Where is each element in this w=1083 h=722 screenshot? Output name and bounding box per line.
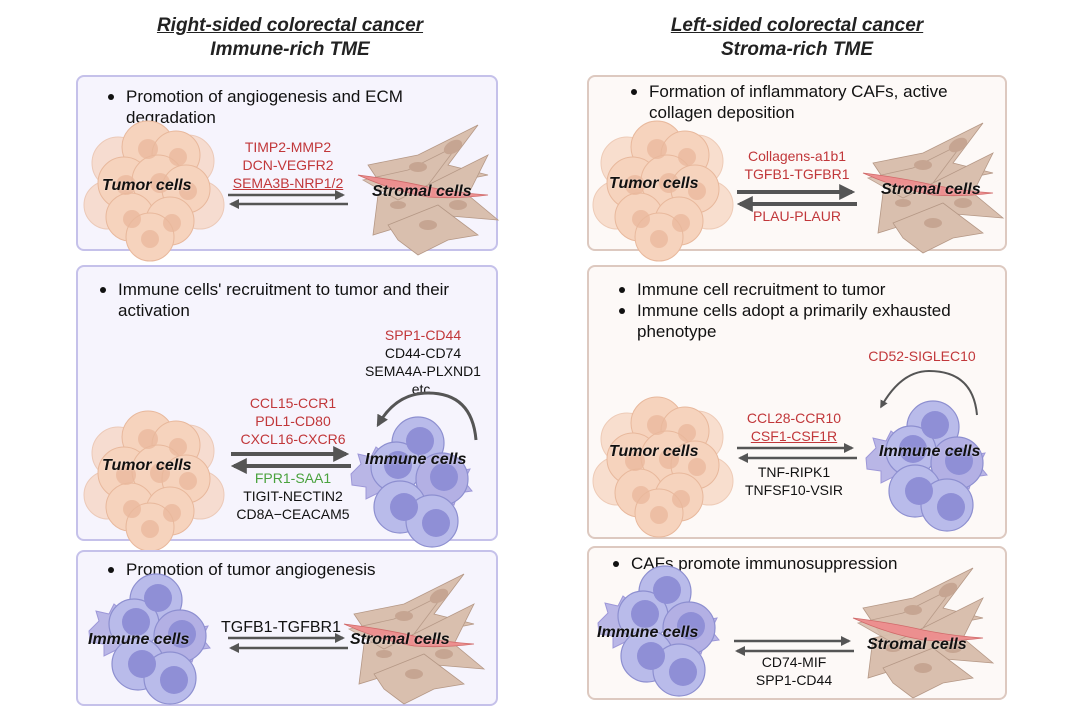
bidirectional-arrows [228, 633, 348, 653]
immune-cells-label: Immune cells [597, 624, 699, 641]
panel-immune-exhaustion: Immune cell recruitment to tumor Immune … [587, 265, 1007, 539]
tumor-cells-label: Tumor cells [609, 175, 699, 192]
left-sided-column-title: Left-sided colorectal cancer Stroma-rich… [597, 14, 997, 62]
bullet-item: Promotion of angiogenesis and ECM degrad… [106, 86, 466, 128]
stromal-cells-label: Stromal cells [881, 181, 981, 198]
bidirectional-arrows [736, 184, 857, 212]
immune-cells-label: Immune cells [879, 443, 981, 460]
stromal-cells-label: Stromal cells [350, 631, 450, 648]
ligand-receptor-pair: CSF1-CSF1R [750, 428, 838, 444]
stromal-cells-illustration [852, 567, 994, 699]
bidirectional-arrows [230, 446, 351, 474]
bullet-list: Formation of inflammatory CAFs, active c… [629, 81, 989, 123]
bullet-list: Promotion of tumor angiogenesis [106, 559, 466, 580]
ligand-receptor-pair: CCL28-CCR10 [746, 410, 842, 426]
bullet-item: Formation of inflammatory CAFs, active c… [629, 81, 989, 123]
ligand-receptor-pair: TIGIT-NECTIN2 [243, 488, 343, 504]
immune-cells-illustration [350, 416, 473, 548]
panel-tumor-angiogenesis: Promotion of tumor angiogenesis Immune c… [76, 550, 498, 706]
panel-immune-recruitment: Immune cells' recruitment to tumor and t… [76, 265, 498, 552]
bidirectional-arrows [737, 443, 857, 463]
bullet-item: Immune cells adopt a primarily exhausted… [617, 300, 997, 342]
column-title-line2: Immune-rich TME [210, 39, 370, 60]
autocrine-pair: CD52-SIGLEC10 [868, 348, 976, 364]
bullet-list: Immune cells' recruitment to tumor and t… [98, 279, 488, 321]
ligand-receptor-pair: TGFB1-TGFBR1 [220, 619, 341, 636]
autocrine-pair: SEMA4A-PLXND1 [365, 363, 481, 379]
ligand-receptor-pair: SPP1-CD44 [755, 672, 833, 688]
right-sided-column-title: Right-sided colorectal cancer Immune-ric… [90, 14, 490, 62]
stromal-cells-label: Stromal cells [372, 183, 472, 200]
panel-angiogenesis-ecm: Promotion of angiogenesis and ECM degrad… [76, 75, 499, 262]
immune-cells-illustration [865, 400, 988, 532]
panel-inflammatory-cafs: Formation of inflammatory CAFs, active c… [587, 75, 1007, 262]
immune-cells-label: Immune cells [88, 631, 190, 648]
ligand-receptor-pair: CD8A−CEACAM5 [236, 506, 350, 522]
autocrine-pair: CD44-CD74 [384, 345, 462, 361]
bullet-item: Promotion of tumor angiogenesis [106, 559, 466, 580]
autocrine-pair: SPP1-CD44 [384, 327, 462, 343]
ligand-receptor-pair: FPR1-SAA1 [254, 470, 332, 486]
bullet-item: Immune cells' recruitment to tumor and t… [98, 279, 488, 321]
tumor-cells-label: Tumor cells [102, 177, 192, 194]
bidirectional-arrows [228, 190, 348, 209]
ligand-receptor-pair: Collagens-a1b1 [747, 148, 847, 164]
immune-cells-label: Immune cells [365, 451, 467, 468]
tumor-cells-illustration [83, 410, 225, 552]
column-title-line1: Right-sided colorectal cancer [156, 15, 424, 36]
ligand-receptor-pair: CD74-MIF [761, 654, 827, 670]
bidirectional-arrows [734, 636, 854, 656]
ligand-receptor-pair: CCL15-CCR1 [249, 395, 337, 411]
ligand-receptor-pair: PDL1-CD80 [255, 413, 331, 429]
autocrine-loop-arrow [880, 369, 978, 416]
bullet-item: CAFs promote immunosuppression [611, 553, 991, 574]
bullet-list: Promotion of angiogenesis and ECM degrad… [106, 86, 466, 128]
autocrine-loop-arrow [376, 391, 478, 441]
tumor-cells-label: Tumor cells [609, 443, 699, 460]
ligand-receptor-pair: CXCL16-CXCR6 [240, 431, 346, 447]
column-title-line2: Stroma-rich TME [720, 39, 874, 60]
ligand-receptor-pair: TGFB1-TGFBR1 [744, 166, 850, 182]
bullet-item: Immune cell recruitment to tumor [617, 279, 997, 300]
tumor-cells-illustration [592, 396, 734, 538]
ligand-receptor-pair: PLAU-PLAUR [753, 208, 841, 224]
ligand-receptor-pair: DCN-VEGFR2 [242, 157, 334, 173]
ligand-receptor-pair: TNF-RIPK1 [757, 464, 831, 480]
tumor-cells-label: Tumor cells [102, 457, 192, 474]
panel-caf-immunosuppression: CAFs promote immunosuppression Immune ce… [587, 546, 1007, 700]
ligand-receptor-pair: TNFSF10-VSIR [744, 482, 843, 498]
column-title-line1: Left-sided colorectal cancer [670, 15, 924, 36]
bullet-list: Immune cell recruitment to tumor Immune … [617, 279, 997, 342]
bullet-list: CAFs promote immunosuppression [611, 553, 991, 574]
stromal-cells-label: Stromal cells [867, 636, 967, 653]
ligand-receptor-pair: TIMP2-MMP2 [244, 139, 332, 155]
ligand-receptor-pair: SEMA3B-NRP1/2 [232, 175, 344, 191]
